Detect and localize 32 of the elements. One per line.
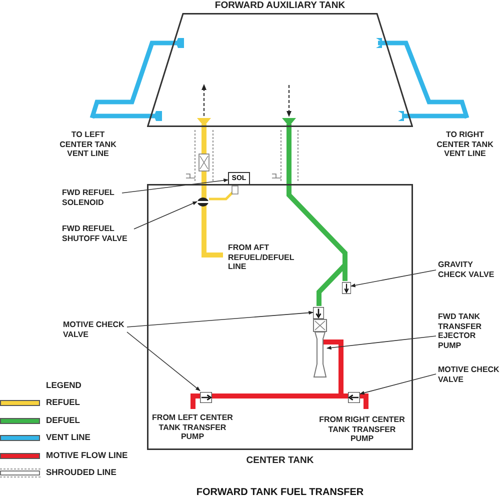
leader-line	[134, 201, 198, 230]
callout-text: MOTIVE CHECK VALVE	[438, 365, 500, 384]
check-valve	[348, 390, 360, 401]
check-valve	[200, 390, 212, 401]
tank-label: FORWARD AUXILIARY TANK	[214, 0, 346, 11]
ejector-pump	[313, 319, 327, 379]
leader-line	[326, 336, 436, 350]
legend-label: SHROUDED LINE	[46, 467, 116, 477]
diagram-caption: FORWARD TANK FUEL TRANSFER	[195, 487, 365, 498]
legend-label: DEFUEL	[46, 414, 80, 424]
callout-text: GRAVITY CHECK VALVE	[438, 260, 500, 280]
tank-label: CENTER TANK	[245, 455, 315, 466]
pipe-end-label: FROM LEFT CENTER TANK TRANSFER PUMP	[151, 413, 234, 442]
leader-line	[350, 270, 436, 288]
pipe-end-label: TO RIGHT CENTER TANK VENT LINE	[436, 130, 494, 159]
legend-heading: LEGEND	[46, 380, 82, 390]
pipe-end-label: FROM AFT REFUEL/DEFUEL LINE	[228, 243, 296, 272]
legend-label: MOTIVE FLOW LINE	[46, 450, 128, 460]
callout-text: FWD REFUEL SOLENOID	[62, 188, 120, 208]
leader-line	[126, 332, 200, 392]
callout-text: FWD TANK TRANSFER EJECTOR PUMP	[438, 312, 490, 350]
legend-label: REFUEL	[46, 397, 80, 407]
callout-text: MOTIVE CHECK VALVE	[63, 320, 125, 340]
pipe-end-label: TO LEFT CENTER TANK VENT LINE	[58, 130, 118, 159]
legend-label: VENT LINE	[46, 432, 90, 442]
leader-line	[126, 310, 314, 328]
check-valve	[342, 281, 351, 293]
pipe-end-label: FROM RIGHT CENTER TANK TRANSFER PUMP	[318, 415, 406, 444]
leader-line	[122, 178, 228, 194]
check-valve	[313, 306, 324, 318]
callout-text: FWD REFUEL SHUTOFF VALVE	[62, 224, 132, 244]
leader-line	[360, 374, 436, 395]
